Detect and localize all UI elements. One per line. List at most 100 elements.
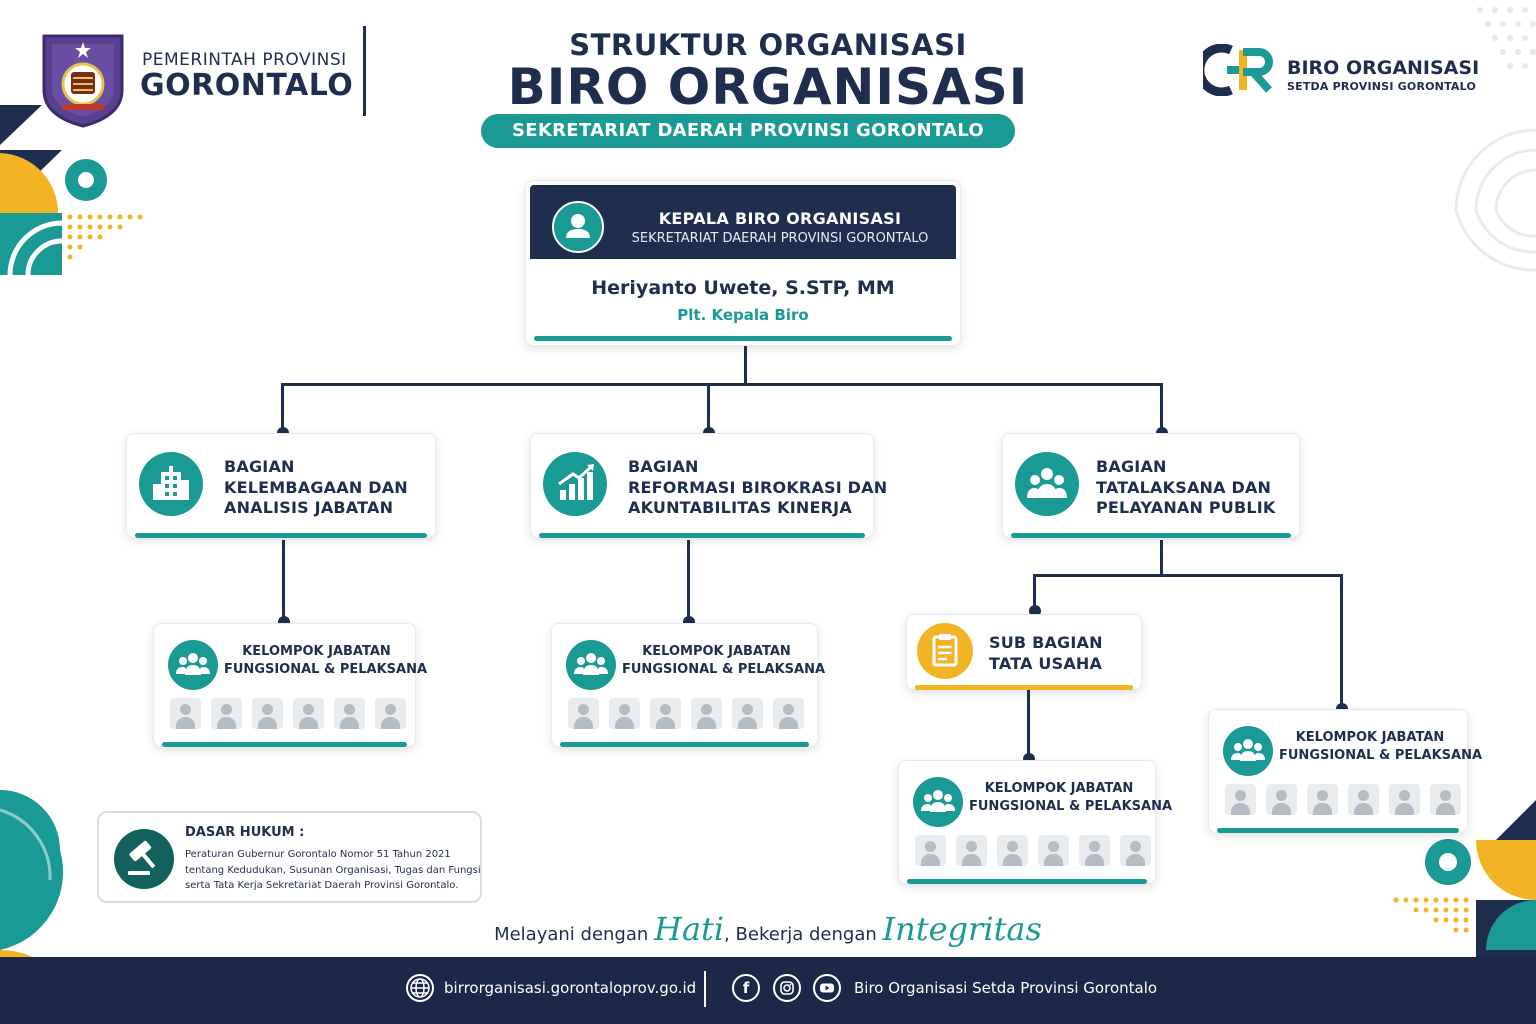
head-subtitle: SEKRETARIAT DAERAH PROVINSI GORONTALO bbox=[631, 231, 929, 246]
gov-line-2: GORONTALO bbox=[140, 68, 354, 103]
member-placeholder-icon bbox=[773, 698, 804, 729]
motto-text: , Bekerja dengan bbox=[724, 924, 877, 945]
member-placeholder-icon bbox=[375, 698, 406, 729]
member-placeholder-icon bbox=[334, 698, 365, 729]
youtube-icon[interactable] bbox=[813, 974, 841, 1002]
people-group-icon bbox=[1015, 452, 1079, 516]
building-icon bbox=[139, 452, 203, 516]
member-placeholder-icon bbox=[956, 835, 987, 866]
footer-divider bbox=[704, 971, 706, 1007]
connector bbox=[1160, 540, 1163, 576]
division-card-reformasi: BAGIAN REFORMASI BIROKRASI DAN AKUNTABIL… bbox=[530, 433, 887, 538]
division-label-line: BAGIAN bbox=[1096, 457, 1167, 476]
member-placeholder-icon bbox=[1266, 784, 1297, 815]
facebook-icon[interactable]: f bbox=[732, 974, 760, 1002]
clipboard-icon bbox=[917, 623, 973, 679]
division-card-tatalaksana: BAGIAN TATALAKSANA DAN PELAYANAN PUBLIK bbox=[1002, 433, 1300, 538]
division-label-line: BAGIAN bbox=[628, 457, 699, 476]
connector bbox=[1033, 574, 1343, 577]
head-role: Plt. Kepala Biro bbox=[677, 306, 809, 324]
member-placeholder-icon bbox=[609, 698, 640, 729]
member-slots bbox=[170, 698, 406, 729]
card-accent-bar bbox=[534, 336, 952, 341]
biro-organisasi-logo-icon bbox=[1203, 44, 1273, 96]
legal-title: DASAR HUKUM : bbox=[185, 825, 305, 840]
member-slots bbox=[915, 835, 1151, 866]
member-placeholder-icon bbox=[732, 698, 763, 729]
connector bbox=[1033, 574, 1036, 610]
connector bbox=[1340, 574, 1343, 708]
group-label-line: KELOMPOK JABATAN bbox=[984, 781, 1134, 796]
social-account-link[interactable]: Biro Organisasi Setda Provinsi Gorontalo bbox=[854, 979, 1158, 997]
sub-division-label-line: TATA USAHA bbox=[989, 654, 1103, 673]
member-placeholder-icon bbox=[1389, 784, 1420, 815]
card-accent-bar bbox=[539, 533, 865, 538]
head-title: KEPALA BIRO ORGANISASI bbox=[658, 209, 902, 228]
division-label-line: PELAYANAN PUBLIK bbox=[1096, 498, 1276, 517]
member-placeholder-icon bbox=[1430, 784, 1461, 815]
logo-name: BIRO ORGANISASI bbox=[1287, 57, 1480, 79]
member-placeholder-icon bbox=[915, 835, 946, 866]
globe-icon[interactable] bbox=[406, 974, 434, 1002]
page-title: BIRO ORGANISASI bbox=[507, 58, 1029, 116]
gorontalo-emblem-icon bbox=[42, 34, 124, 128]
group-card-kelembagaan: KELOMPOK JABATAN FUNGSIONAL & PELAKSANA bbox=[153, 623, 428, 747]
card-accent-bar bbox=[907, 879, 1147, 884]
group-label-line: KELOMPOK JABATAN bbox=[242, 644, 391, 659]
member-placeholder-icon bbox=[650, 698, 681, 729]
card-accent-bar bbox=[135, 533, 427, 538]
member-placeholder-icon bbox=[170, 698, 201, 729]
instagram-icon[interactable] bbox=[773, 974, 801, 1002]
card-accent-bar bbox=[1011, 533, 1291, 538]
member-placeholder-icon bbox=[691, 698, 722, 729]
motto-script-word: Hati bbox=[654, 910, 725, 948]
member-placeholder-icon bbox=[1038, 835, 1069, 866]
group-label-line: FUNGSIONAL & PELAKSANA bbox=[622, 662, 826, 677]
member-placeholder-icon bbox=[293, 698, 324, 729]
connector bbox=[744, 346, 747, 385]
division-label-line: AKUNTABILITAS KINERJA bbox=[628, 498, 852, 517]
member-placeholder-icon bbox=[1348, 784, 1379, 815]
left-top-decoration bbox=[0, 105, 143, 275]
team-icon bbox=[168, 640, 218, 690]
group-label-line: KELOMPOK JABATAN bbox=[642, 644, 791, 659]
head-name: Heriyanto Uwete, S.STP, MM bbox=[591, 277, 895, 299]
member-placeholder-icon bbox=[1225, 784, 1256, 815]
connector bbox=[707, 383, 710, 433]
team-icon bbox=[566, 640, 616, 690]
card-accent-bar bbox=[915, 685, 1133, 690]
page-subtitle-pill: SEKRETARIAT DAERAH PROVINSI GORONTALO bbox=[481, 114, 1015, 148]
card-accent-bar bbox=[162, 742, 407, 747]
member-placeholder-icon bbox=[1120, 835, 1151, 866]
legal-text: Peraturan Gubernur Gorontalo Nomor 51 Ta… bbox=[185, 847, 481, 894]
team-icon bbox=[1223, 726, 1273, 776]
division-label-line: KELEMBAGAAN DAN bbox=[224, 478, 408, 497]
member-placeholder-icon bbox=[997, 835, 1028, 866]
motto-script-word: Integritas bbox=[882, 910, 1042, 948]
footer: birrorganisasi.gorontaloprov.go.id f Bir… bbox=[0, 957, 1536, 1024]
website-link[interactable]: birrorganisasi.gorontaloprov.go.id bbox=[444, 979, 697, 997]
legal-text-line: Peraturan Gubernur Gorontalo Nomor 51 Ta… bbox=[185, 849, 451, 860]
head-card: KEPALA BIRO ORGANISASI SEKRETARIAT DAERA… bbox=[525, 180, 961, 346]
connector bbox=[1160, 383, 1163, 433]
connector bbox=[687, 540, 690, 622]
division-label-line: BAGIAN bbox=[224, 457, 295, 476]
gavel-icon bbox=[114, 829, 174, 889]
division-label-line: TATALAKSANA DAN bbox=[1096, 478, 1272, 497]
legal-text-line: tentang Kedudukan, Susunan Organisasi, T… bbox=[185, 864, 481, 876]
growth-chart-icon bbox=[543, 452, 607, 516]
connector bbox=[281, 383, 1163, 386]
division-card-kelembagaan: BAGIAN KELEMBAGAAN DAN ANALISIS JABATAN bbox=[126, 433, 436, 538]
gov-line-1: PEMERINTAH PROVINSI bbox=[142, 50, 347, 70]
header-divider bbox=[363, 26, 366, 116]
group-card-tata-usaha: KELOMPOK JABATAN FUNGSIONAL & PELAKSANA bbox=[898, 760, 1172, 884]
member-slots bbox=[1225, 784, 1461, 815]
group-card-tatalaksana: KELOMPOK JABATAN FUNGSIONAL & PELAKSANA bbox=[1208, 709, 1482, 833]
member-placeholder-icon bbox=[1079, 835, 1110, 866]
group-label-line: FUNGSIONAL & PELAKSANA bbox=[224, 662, 428, 677]
sub-division-card-tata-usaha: SUB BAGIAN TATA USAHA bbox=[906, 614, 1142, 690]
head-card-header: KEPALA BIRO ORGANISASI SEKRETARIAT DAERA… bbox=[530, 185, 956, 259]
sub-division-label-line: SUB BAGIAN bbox=[989, 633, 1103, 652]
member-slots bbox=[568, 698, 804, 729]
division-label-line: REFORMASI BIROKRASI DAN bbox=[628, 478, 888, 497]
